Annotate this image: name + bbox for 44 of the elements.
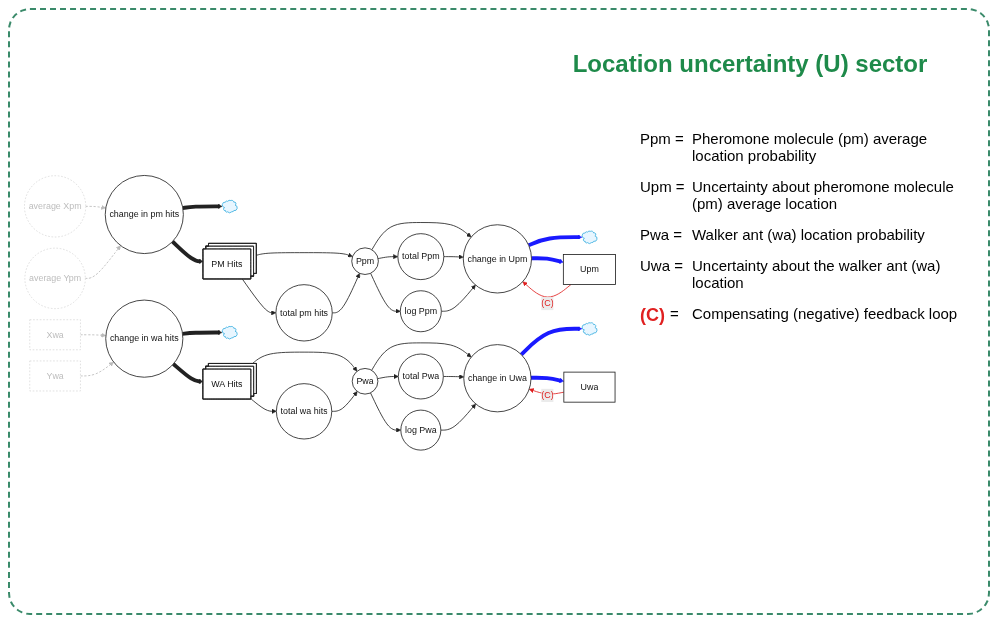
- node-cloud: [221, 199, 238, 213]
- title: Location uncertainty (U) sector: [571, 50, 929, 78]
- node-circle: total wa hits: [275, 382, 333, 440]
- definition-text: Uncertainty about pheromone molecule (pm) average location: [692, 178, 955, 212]
- node-cloud: [581, 230, 598, 244]
- node-circle: change in Uwa: [463, 343, 532, 412]
- node-cloud: [221, 325, 238, 339]
- definition-text: Compensating (negative) feedback loop: [692, 305, 958, 324]
- arrow: [531, 255, 564, 264]
- arrow: [172, 362, 204, 384]
- node-circle: Ppm: [351, 247, 379, 275]
- edge-label: (C): [541, 298, 554, 308]
- node-circle: Pwa: [351, 367, 379, 395]
- definition-term: Pwa =: [640, 226, 684, 243]
- node-circle: average Ypm: [24, 247, 86, 309]
- node-circle: total Pwa: [397, 353, 444, 400]
- definition-text: Uncertainty about the walker ant (wa) location: [692, 257, 942, 291]
- node-circle: change in pm hits: [104, 174, 184, 254]
- definition-text: Walker ant (wa) location probability: [692, 226, 925, 243]
- node-circle: total Ppm: [397, 232, 445, 280]
- arrow: [519, 326, 583, 356]
- definition-text: Pheromone molecule (pm) average location probability: [692, 130, 929, 164]
- node-box: Upm: [562, 253, 616, 285]
- edge-label: (C): [541, 390, 554, 400]
- arrow: [527, 234, 583, 247]
- node-cloud: [581, 322, 598, 336]
- node-circle: log Pwa: [400, 409, 442, 451]
- node-circle: total pm hits: [275, 283, 333, 342]
- node-circle: log Ppm: [399, 290, 442, 332]
- arrow: [182, 203, 223, 210]
- node-box: Uwa: [563, 371, 616, 403]
- definition-term: =: [670, 305, 680, 324]
- node-circle: change in Upm: [462, 224, 532, 294]
- node-box: Xwa: [29, 319, 81, 350]
- definition-term: Ppm =: [640, 130, 685, 149]
- definition-term: Upm =: [640, 178, 686, 197]
- definition-term: Uwa =: [640, 257, 684, 276]
- node-circle: change in wa hits: [105, 299, 184, 378]
- arrow: [171, 239, 204, 264]
- arrow: [182, 329, 223, 336]
- arrow: [531, 375, 565, 383]
- node-circle: average Xpm: [24, 175, 87, 237]
- loop-symbol: (C): [640, 305, 666, 326]
- node-box: Ywa: [29, 360, 81, 391]
